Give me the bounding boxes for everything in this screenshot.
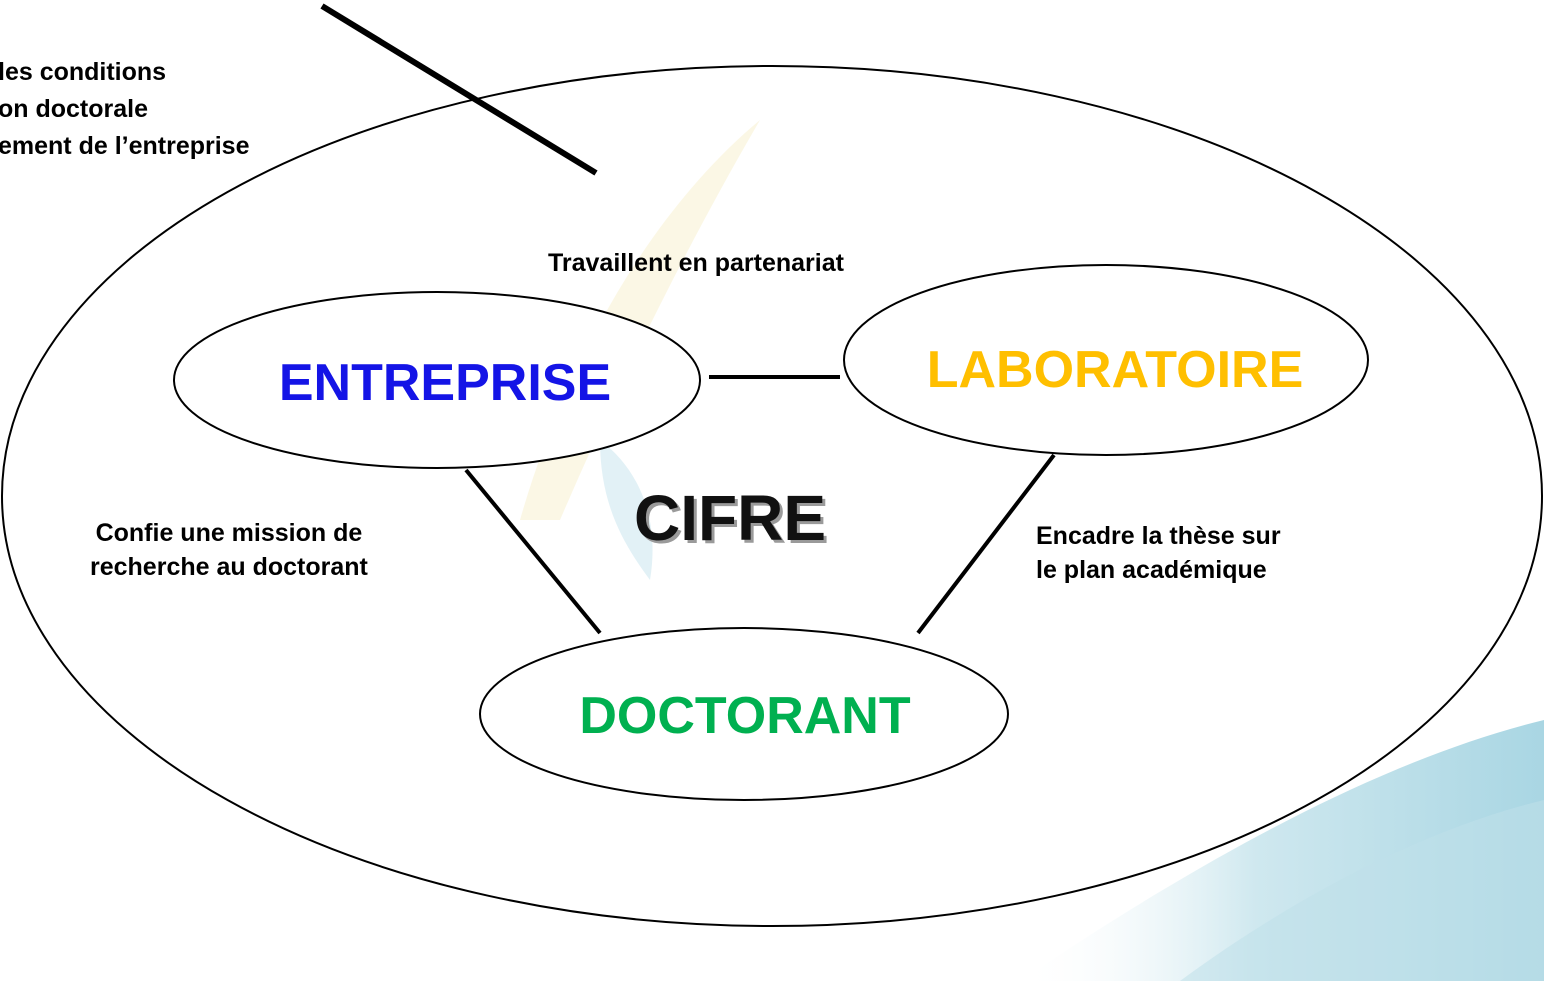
connector-entreprise-doctorant	[464, 468, 602, 635]
connector-laboratoire-doctorant	[916, 453, 1056, 635]
label-partnership: Travaillent en partenariat	[548, 249, 844, 277]
watermark-leaf-blue	[600, 440, 653, 580]
top-note: les conditions on doctorale ement de l’e…	[0, 58, 250, 160]
node-laboratoire-label: LABORATOIRE	[926, 341, 1304, 399]
entreprise-ellipse	[173, 291, 701, 469]
background-swoosh-inner	[1180, 800, 1544, 981]
center-title: CIFRE	[634, 482, 826, 554]
label-mission: Confie une mission de recherche au docto…	[90, 519, 368, 581]
node-doctorant-label: DOCTORANT	[579, 687, 911, 745]
pointer-line	[320, 3, 598, 176]
laboratoire-ellipse	[843, 264, 1369, 456]
label-supervision: Encadre la thèse sur le plan académique	[1036, 522, 1281, 584]
node-entreprise-label: ENTREPRISE	[278, 354, 612, 412]
doctorant-ellipse	[479, 627, 1009, 801]
outer-ellipse	[1, 65, 1543, 927]
